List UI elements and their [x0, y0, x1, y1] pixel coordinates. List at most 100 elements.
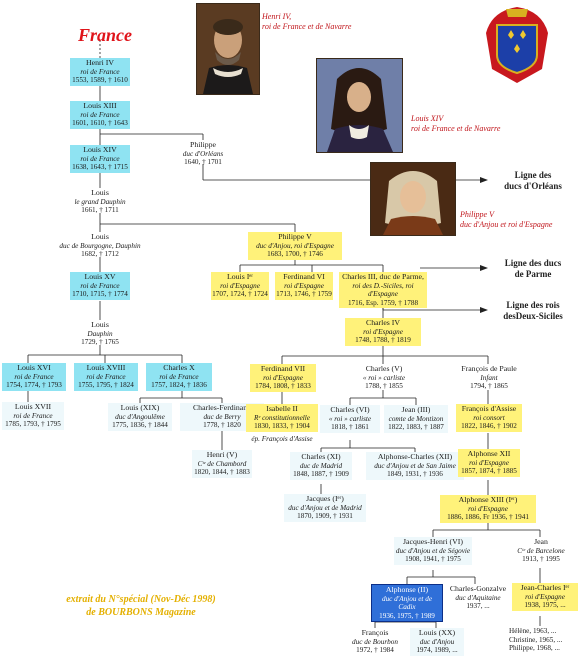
person-title: duc de Bourbon	[352, 637, 398, 646]
person-dates: 1707, 1724, † 1724	[212, 290, 268, 299]
person-name: Philippe V	[278, 232, 312, 241]
person-title: Rᵉ constitutionnelle	[254, 413, 310, 422]
person-name: François	[361, 628, 389, 637]
person-name: Alphonse-Charles (XII)	[377, 452, 453, 461]
person-dates: 1778, † 1820	[203, 421, 241, 430]
person-dates: 1553, 1589, † 1610	[72, 76, 128, 85]
person-title: duc de Bourgogne, Dauphin	[59, 241, 141, 250]
person-dates: 1849, 1931, † 1936	[387, 470, 443, 479]
person-name: Charles III, duc de Parme,	[342, 272, 424, 281]
person-title: roi de France	[14, 372, 54, 381]
person-jean-iii: Jean (III) comte de Montizon 1822, 1883,…	[384, 405, 448, 433]
person-name: Louis (XX)	[418, 628, 456, 637]
person-jacques-i: Jacques (Iᵉʳ) duc d'Anjou et de Madrid 1…	[284, 494, 366, 522]
person-name: Philippe	[190, 140, 216, 149]
person-jean-charles-i: Jean-Charles Iᵉʳ roi d'Espagne 1938, 197…	[512, 583, 578, 611]
person-name: Charles X	[163, 363, 195, 372]
portrait-philippe-v	[370, 162, 456, 236]
person-charles-iv: Charles IV roi d'Espagne 1748, 1788, † 1…	[345, 318, 421, 346]
person-name: Louis XIII	[83, 101, 117, 110]
person-louis-xviii: Louis XVIII roi de France 1755, 1795, † …	[74, 363, 138, 391]
person-louis-xv: Louis XV roi de France 1710, 1715, † 177…	[70, 272, 130, 300]
person-title: Dauphin	[87, 329, 113, 338]
person-charles-gonzalve: Charles-Gonzalve duc d'Aquitaine 1937, .…	[446, 584, 510, 612]
caption-line: roi de France et de Navarre	[411, 124, 501, 133]
person-name: Alphonse XIII (Iᵉʳ)	[458, 495, 518, 504]
person-name: Louis XVI	[17, 363, 51, 372]
ligne-line: desDeux-Siciles	[503, 311, 563, 321]
person-title: roi des D.-Siciles, roi d'Espagne	[352, 281, 414, 299]
person-isabelle-ii-note: ép. François d'Assise	[238, 434, 326, 445]
person-name: Isabelle II	[266, 404, 298, 413]
person-dates: 1785, 1793, † 1795	[5, 420, 61, 429]
person-charles-iii: Charles III, duc de Parme, roi des D.-Si…	[339, 272, 427, 309]
person-title: Infant	[480, 373, 498, 382]
person-title: Cᵗᵉ de Barcelone	[517, 546, 565, 555]
person-jean-barcelone: Jean Cᵗᵉ de Barcelone 1913, † 1995	[508, 537, 574, 565]
child-entry: Christine, 1965, ...	[509, 635, 563, 644]
person-name: Henri IV	[86, 58, 114, 67]
person-title: duc d'Aquitaine	[455, 593, 501, 602]
person-francois-d-assise: François d'Assise roi consort 1822, 1846…	[456, 404, 522, 432]
person-title: roi de France	[80, 110, 120, 119]
person-name: Louis (XIX)	[120, 403, 160, 412]
credit-line: extrait du N°spécial (Nov-Déc 1998)	[66, 594, 216, 605]
person-name: Louis	[91, 232, 109, 241]
henri-iv-portrait-image	[197, 4, 259, 94]
person-name: François d'Assise	[461, 404, 517, 413]
caption-line: Henri IV,	[262, 12, 292, 21]
person-dates: 1601, 1610, † 1643	[72, 119, 128, 128]
person-title: roi de France	[80, 154, 120, 163]
person-title: roi de France	[80, 67, 120, 76]
person-isabelle-ii: Isabelle II Rᵉ constitutionnelle 1830, 1…	[246, 404, 318, 432]
person-dates: 1818, † 1861	[331, 423, 369, 432]
caption-line: duc d'Anjou et roi d'Espagne	[460, 220, 553, 229]
person-dates: 1886, 1886, Fr 1936, † 1941	[447, 513, 529, 522]
ligne-line: ducs d'Orléans	[504, 181, 562, 191]
person-title: duc d'Anjou et de San Jaime	[374, 461, 456, 470]
philippe-v-portrait-image	[371, 163, 455, 235]
person-title: roi consort	[473, 413, 505, 422]
person-henri-iv: Henri IV roi de France 1553, 1589, † 161…	[70, 58, 130, 86]
person-name: Ferdinand VI	[283, 272, 325, 281]
person-title: « roi » carliste	[328, 414, 372, 423]
person-dates: 1748, 1788, † 1819	[355, 336, 411, 345]
person-name: Charles IV	[366, 318, 400, 327]
page-title: France	[78, 25, 132, 45]
person-dates: 1822, 1883, † 1887	[388, 423, 444, 432]
marriage-note: ép. François d'Assise	[251, 435, 313, 443]
person-duc-de-bourgogne: Louis duc de Bourgogne, Dauphin 1682, † …	[54, 232, 146, 260]
person-title: roi d'Espagne	[220, 281, 260, 290]
person-dates: 1937, ...	[466, 602, 490, 611]
person-title: duc d'Orléans	[182, 149, 224, 158]
ligne-siciles-label: Ligne des rois desDeux-Siciles	[488, 300, 578, 322]
person-louis-dauphin: Louis Dauphin 1729, † 1765	[76, 320, 124, 348]
person-name: Jacques (Iᵉʳ)	[306, 494, 344, 503]
person-louis-i-espagne: Louis Iᵉʳ roi d'Espagne 1707, 1724, † 17…	[211, 272, 269, 300]
caption-louis-xiv: Louis XIV roi de France et de Navarre	[411, 114, 531, 134]
ligne-line: Ligne des rois	[506, 300, 560, 310]
person-dates: 1755, 1795, † 1824	[78, 381, 134, 390]
person-title: roi de France	[86, 372, 126, 381]
person-dates: 1857, 1874, † 1885	[461, 467, 517, 476]
person-title: roi d'Espagne	[468, 504, 508, 513]
caption-line: roi de France et de Navarre	[262, 22, 352, 31]
person-title: duc d'Anjou et de Ségovie	[395, 546, 471, 555]
person-name: Alphonse XII	[467, 449, 511, 458]
person-title: duc d'Anjou	[419, 637, 455, 646]
person-title: roi de France	[80, 281, 120, 290]
person-title: duc d'Anjou et de Cadix	[381, 594, 433, 612]
person-dates: 1638, 1643, † 1715	[72, 163, 128, 172]
person-title: roi d'Espagne	[363, 327, 403, 336]
person-ferdinand-vi: Ferdinand VI roi d'Espagne 1713, 1746, †…	[275, 272, 333, 300]
person-dates: 1908, 1941, † 1975	[405, 555, 461, 564]
person-dates: 1820, 1844, † 1883	[194, 468, 250, 477]
person-dates: 1682, † 1712	[81, 250, 119, 259]
person-name: Louis Iᵉʳ	[227, 272, 253, 281]
ligne-line: de Parme	[514, 269, 552, 279]
person-name: Louis XIV	[83, 145, 117, 154]
person-grand-dauphin: Louis le grand Dauphin 1661, † 1711	[66, 188, 134, 216]
person-dates: 1936, 1975, † 1989	[379, 611, 435, 620]
person-title: le grand Dauphin	[74, 197, 126, 206]
person-name: Jacques-Henri (VI)	[403, 537, 463, 546]
